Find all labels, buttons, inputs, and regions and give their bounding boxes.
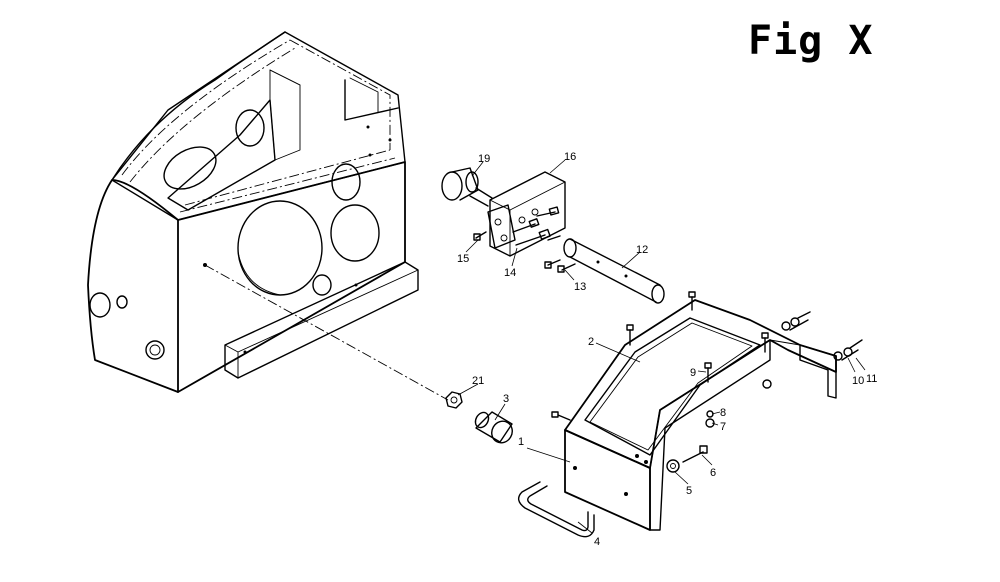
- callout-6: 6: [710, 467, 716, 479]
- callout-8: 8: [720, 407, 726, 419]
- part-19-knob: [441, 167, 493, 207]
- callout-10: 10: [852, 375, 864, 387]
- callout-4: 4: [594, 536, 600, 548]
- callout-21: 21: [472, 375, 484, 387]
- callout-11: 11: [866, 373, 877, 385]
- part-12-rod: [563, 238, 665, 304]
- part-16-bracket: [487, 171, 566, 257]
- callout-5: 5: [686, 485, 692, 497]
- callout-2: 2: [588, 336, 594, 348]
- part-14-screws: [512, 206, 561, 246]
- callout-1: 1: [518, 436, 524, 448]
- part-2-guard: [564, 299, 837, 531]
- callout-7: 7: [720, 421, 726, 433]
- callout-3: 3: [503, 393, 509, 405]
- callout-labels: 1 2 3 4 5 6 7 8 9 10 11 12 13 14 15 16 1…: [457, 151, 877, 548]
- callout-12: 12: [636, 244, 648, 256]
- callout-16: 16: [564, 151, 576, 163]
- callout-9: 9: [690, 367, 696, 379]
- part-21-nut: [445, 391, 463, 409]
- callout-13: 13: [574, 281, 586, 293]
- guard-fasteners: [551, 291, 863, 473]
- callout-19: 19: [478, 153, 490, 165]
- figure-title: Fig X: [748, 18, 874, 64]
- part-13-screws: [544, 259, 576, 273]
- headstock-housing: [87, 31, 419, 393]
- part-3-pin: [474, 411, 513, 444]
- centre-line: [204, 264, 449, 401]
- callout-14: 14: [504, 267, 516, 279]
- leader-lines: [457, 159, 866, 534]
- part-15-screw: [473, 231, 487, 241]
- callout-15: 15: [457, 253, 469, 265]
- part-4-handle: [517, 481, 595, 538]
